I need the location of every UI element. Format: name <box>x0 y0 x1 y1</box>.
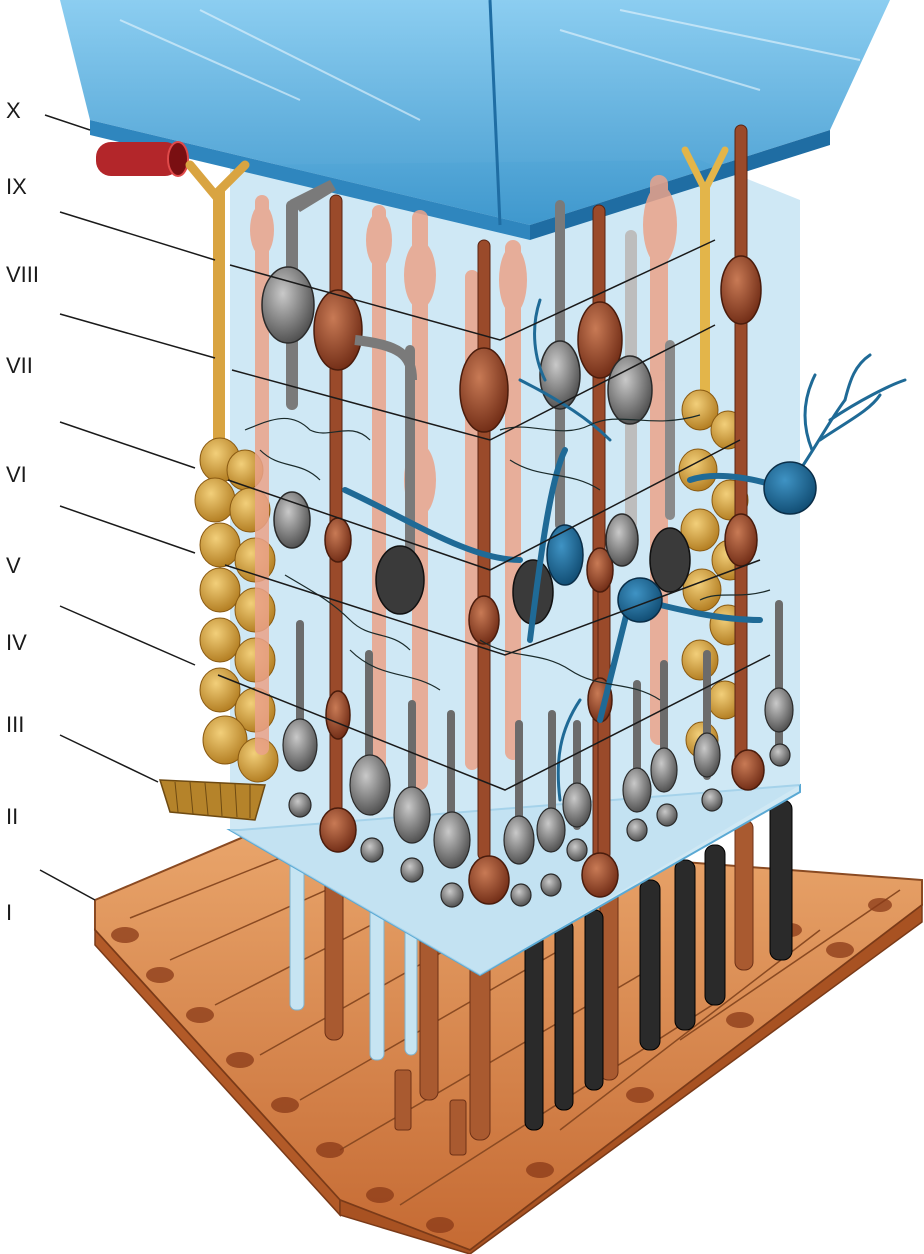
layer-label-ii: II <box>6 806 18 828</box>
layer-label-ix: IX <box>6 176 27 198</box>
layer-label-vi: VI <box>6 464 27 486</box>
layer-label-vii: VII <box>6 355 33 377</box>
layer-label-iv: IV <box>6 632 27 654</box>
layer-label-viii: VIII <box>6 264 39 286</box>
layer-label-iii: III <box>6 714 24 736</box>
layer-label-v: V <box>6 555 21 577</box>
layer-label-i: I <box>6 902 12 924</box>
layer-label-x: X <box>6 100 21 122</box>
blood-vessel <box>96 142 188 176</box>
